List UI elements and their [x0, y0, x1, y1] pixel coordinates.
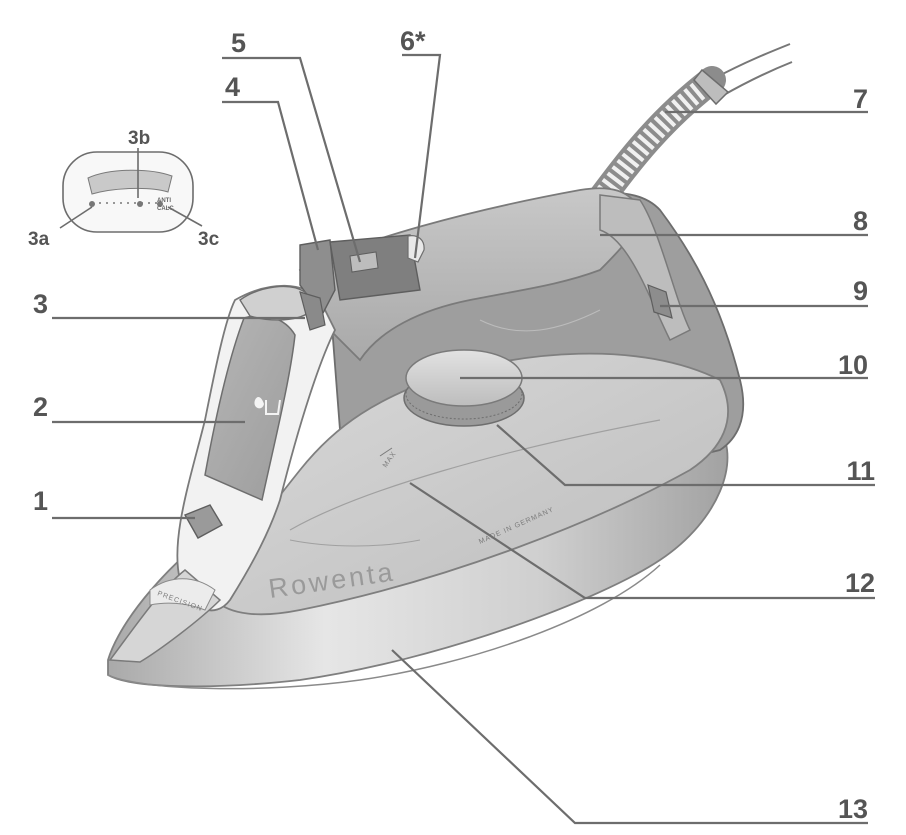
self-clean-button[interactable]	[183, 504, 223, 539]
anticalc-line1: ANTI	[157, 198, 171, 204]
callout-9: 9	[853, 276, 868, 306]
steam-selector-inset: ANTI CALC	[62, 151, 194, 233]
inset-label-3a: 3a	[28, 229, 50, 250]
inset-label-3b: 3b	[128, 128, 150, 149]
steam-boost-button[interactable]	[329, 234, 421, 301]
inset-leaders	[59, 148, 203, 229]
callout-12: 12	[845, 568, 875, 598]
callout-5: 5	[231, 28, 246, 58]
water-drop-icon	[254, 397, 281, 415]
callout-1: 1	[33, 486, 48, 516]
temperature-dial[interactable]	[403, 349, 525, 427]
power-cord	[586, 43, 793, 214]
callout-11: 11	[846, 456, 875, 486]
callout-3: 3	[33, 289, 48, 319]
callout-8: 8	[853, 206, 868, 236]
temperature-indicator-light	[647, 284, 673, 319]
callout-6: 6*	[400, 26, 426, 56]
inset-label-3c: 3c	[198, 229, 220, 250]
anticalc-line2: CALC	[157, 206, 174, 212]
iron-tip	[108, 569, 222, 663]
callout-7: 7	[853, 84, 868, 114]
callout-2: 2	[33, 392, 48, 422]
callout-10: 10	[838, 350, 868, 380]
water-tank-window	[204, 314, 296, 502]
callout-leaders	[52, 53, 875, 825]
steam-control-knob[interactable]	[239, 285, 326, 331]
callout-4: 4	[225, 72, 240, 102]
callout-13: 13	[838, 794, 868, 824]
